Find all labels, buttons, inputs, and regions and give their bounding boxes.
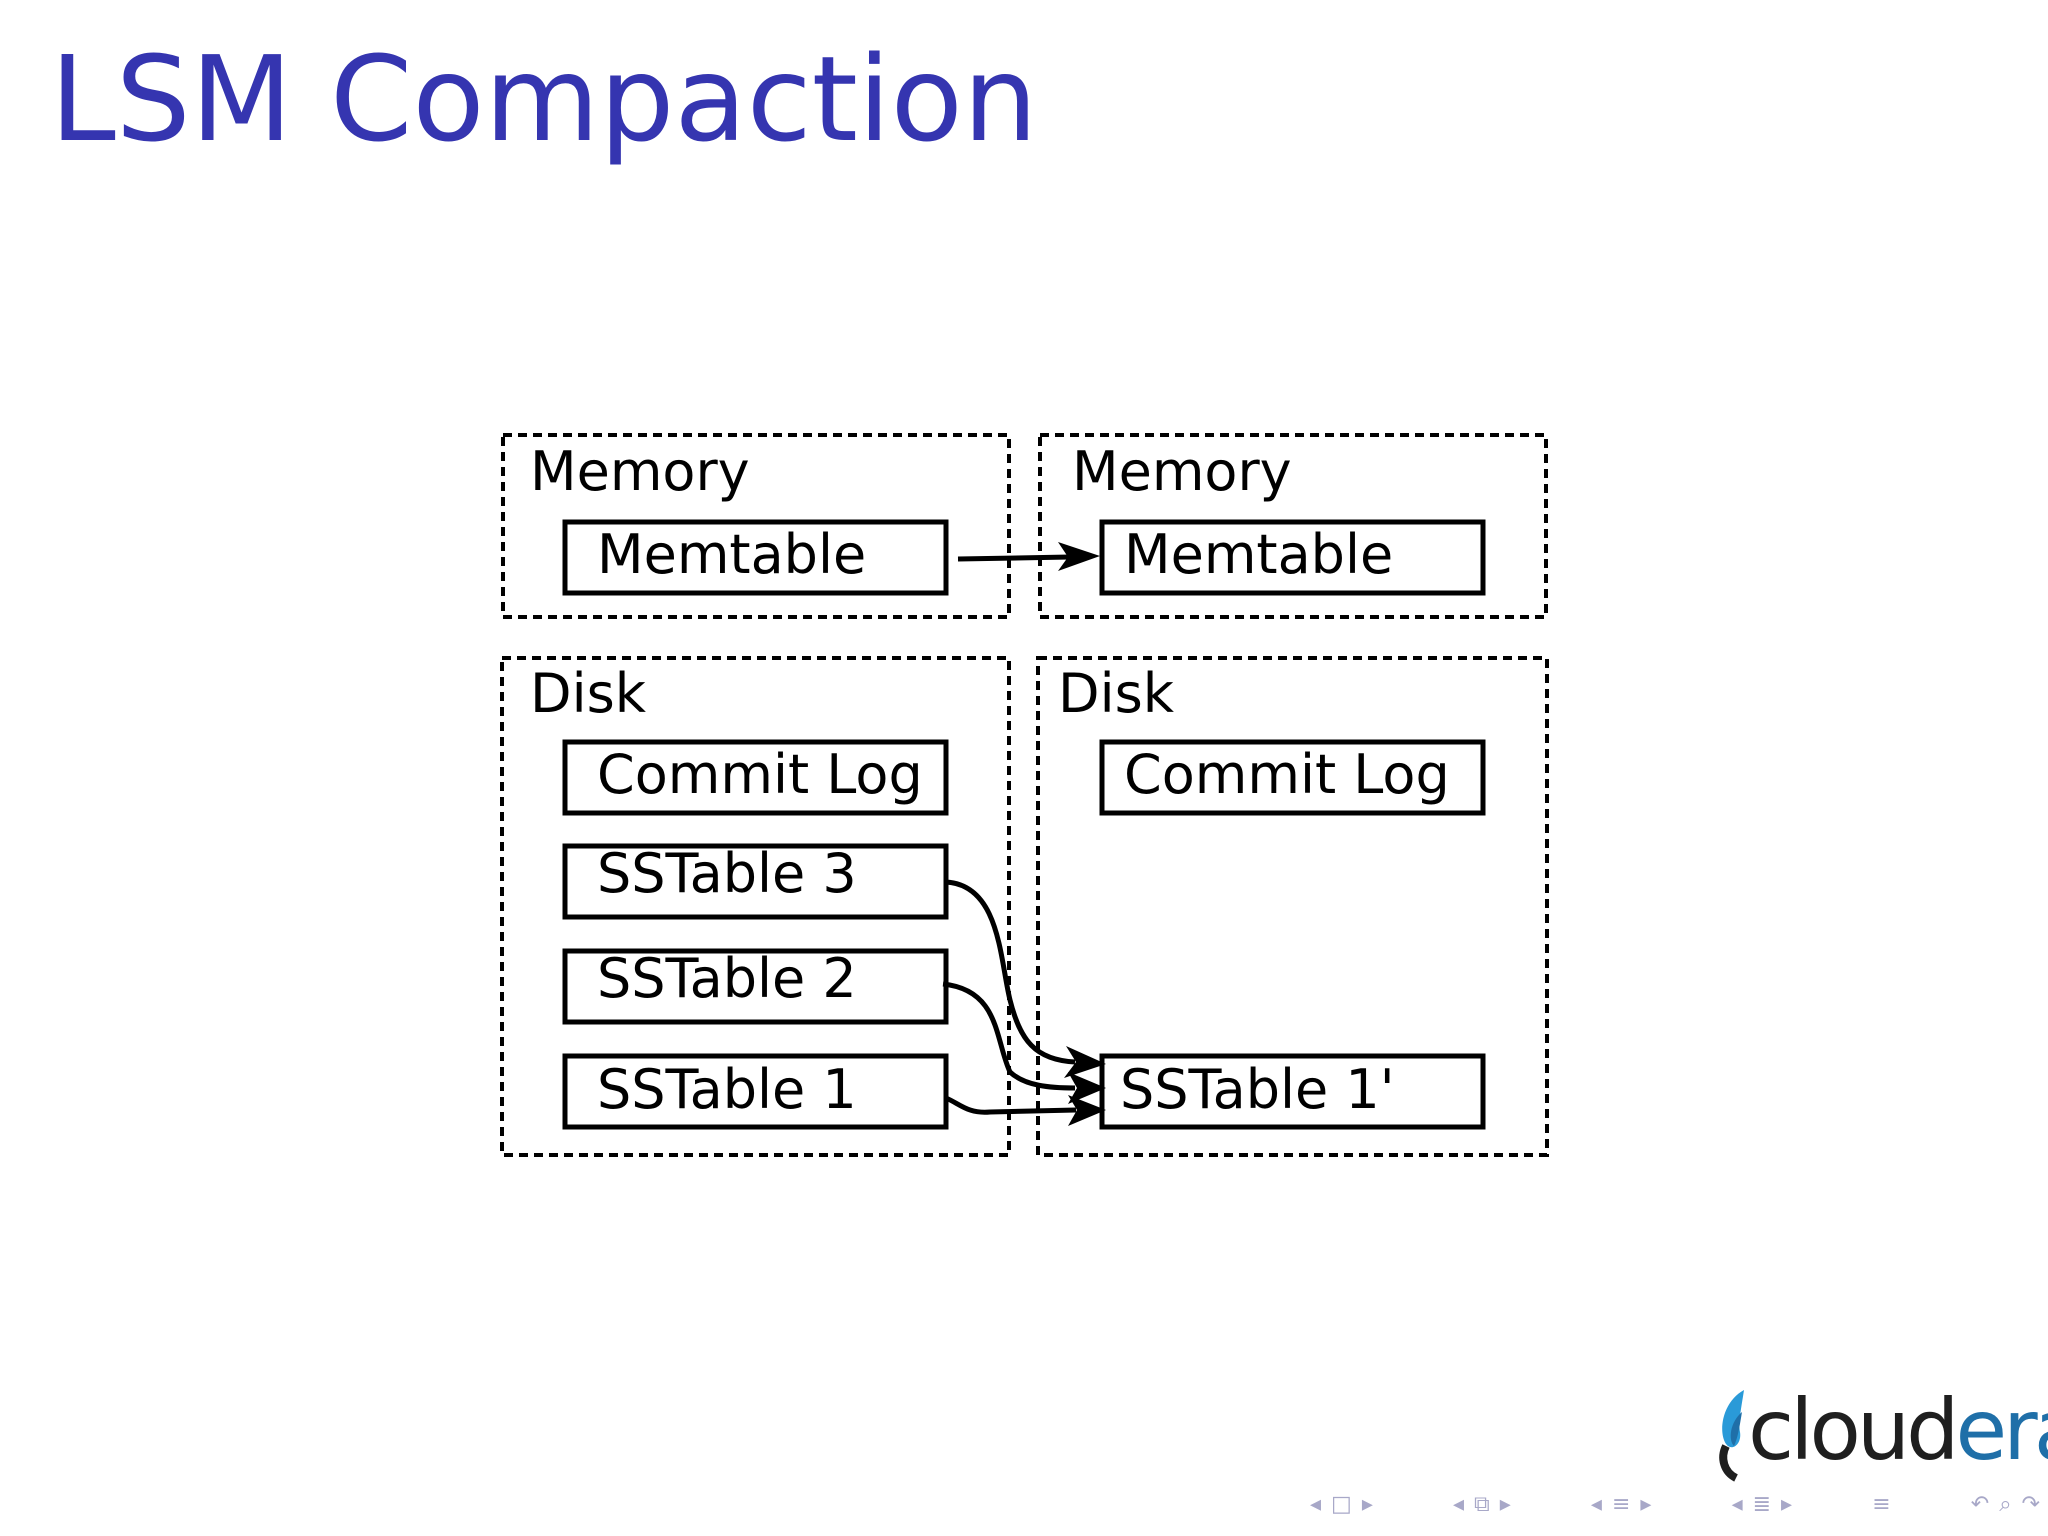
after-commit-log-label: Commit Log (1124, 743, 1450, 806)
before-memory-label: Memory (530, 440, 750, 503)
nav-subsection-group: ◂ ≡ ▸ (1591, 1494, 1652, 1516)
nav-forward-icon[interactable]: ↷ (2021, 1492, 2040, 1517)
sstable-3-merge-arrow (945, 879, 1076, 1065)
nav-toc-icon[interactable]: ≡ (1872, 1492, 1891, 1517)
nav-search-group: ↶ ⌕ ↷ (1971, 1494, 2040, 1516)
sstable-merged-label: SSTable 1' (1120, 1058, 1395, 1121)
nav-next-slide-icon[interactable]: ▸ (1361, 1492, 1373, 1517)
nav-frame-group: ◂ ⧉ ▸ (1453, 1494, 1511, 1516)
sstable-1-merge-arrowhead (1068, 1095, 1106, 1126)
nav-next-frame-icon[interactable]: ▸ (1499, 1492, 1511, 1517)
logo-text-accent: era (1955, 1381, 2048, 1479)
after-disk-group: Disk Commit Log SSTable 1' (1036, 656, 1549, 1157)
before-memtable-box (562, 519, 949, 596)
before-disk-region (500, 656, 1011, 1157)
before-disk-group: Disk Commit Log SSTable 3 SSTable 2 SSTa… (500, 656, 1011, 1157)
butterfly-icon (1719, 1390, 1744, 1482)
after-memory-label: Memory (1072, 440, 1292, 503)
logo-wordmark: cloudera (1748, 1388, 2048, 1472)
after-disk-label: Disk (1058, 662, 1175, 725)
nav-prev-slide-icon[interactable]: ◂ (1310, 1492, 1322, 1517)
after-commit-log-box (1099, 739, 1486, 816)
nav-prev-frame-icon[interactable]: ◂ (1453, 1492, 1465, 1517)
after-memtable-label: Memtable (1124, 523, 1393, 586)
slide-title: LSM Compaction (50, 30, 1038, 168)
nav-back-icon[interactable]: ↶ (1970, 1492, 1990, 1517)
sstable-2-label: SSTable 2 (597, 947, 857, 1010)
nav-section-icon[interactable]: ≣ (1752, 1492, 1772, 1517)
nav-search-icon[interactable]: ⌕ (1999, 1492, 2012, 1517)
after-disk-region (1036, 656, 1549, 1157)
after-memory-group: Memory Memtable (1038, 433, 1548, 619)
beamer-navigation-bar: ◂ □ ▸ ◂ ⧉ ▸ ◂ ≡ ▸ ◂ ≣ ▸ ≡ ↶ ⌕ ↷ (1310, 1490, 2040, 1520)
after-memtable-box (1099, 519, 1486, 596)
diagram-arrows (942, 542, 1106, 1126)
nav-section-group: ◂ ≣ ▸ (1732, 1494, 1793, 1516)
before-commit-log-label: Commit Log (597, 743, 923, 806)
sstable-1-merge-arrow (944, 1095, 1077, 1115)
sstable-3-box (562, 843, 949, 920)
sstable-3-label: SSTable 3 (597, 842, 857, 905)
nav-slide-icon[interactable]: □ (1331, 1492, 1352, 1517)
sstable-1-box (562, 1053, 949, 1130)
sstable-merged-box (1099, 1053, 1486, 1130)
nav-frame-icon[interactable]: ⧉ (1474, 1492, 1490, 1517)
sstable-3-merge-arrowhead (1064, 1046, 1106, 1078)
nav-subsection-icon[interactable]: ≡ (1611, 1492, 1631, 1517)
nav-toc-group: ≡ (1872, 1494, 1890, 1516)
nav-next-section-icon[interactable]: ▸ (1781, 1492, 1793, 1517)
sstable-1-label: SSTable 1 (597, 1058, 857, 1121)
before-commit-log-box (562, 739, 949, 816)
before-memtable-label: Memtable (597, 523, 866, 586)
memtable-flush-arrowhead (1058, 542, 1100, 571)
nav-next-subsection-icon[interactable]: ▸ (1640, 1492, 1652, 1517)
nav-slide-group: ◂ □ ▸ (1310, 1494, 1373, 1516)
nav-prev-subsection-icon[interactable]: ◂ (1590, 1492, 1602, 1517)
logo-text-main: cloud (1748, 1381, 1959, 1479)
before-disk-label: Disk (530, 662, 647, 725)
sstable-2-merge-arrow (942, 981, 1076, 1091)
cloudera-logo: cloudera (1712, 1382, 2048, 1482)
nav-prev-section-icon[interactable]: ◂ (1731, 1492, 1743, 1517)
memtable-flush-arrow (957, 554, 1071, 562)
sstable-2-merge-arrowhead (1068, 1072, 1106, 1104)
before-memory-group: Memory Memtable (501, 433, 1011, 619)
